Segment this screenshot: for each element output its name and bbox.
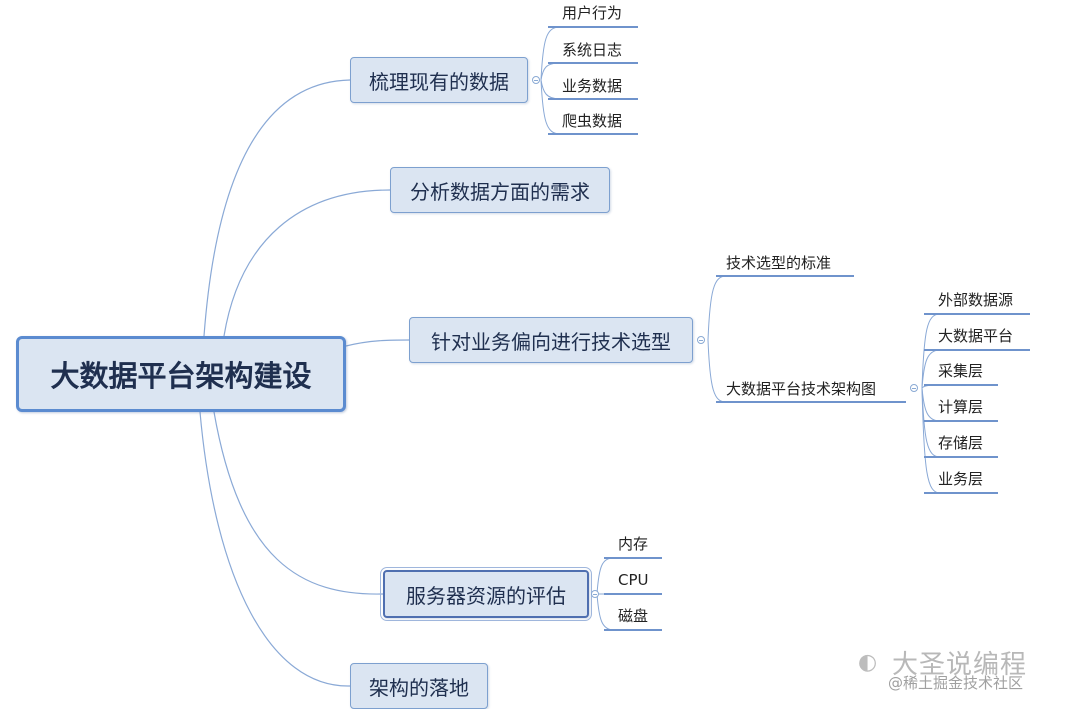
connector-root-branch-2 [345, 339, 410, 347]
subtopic-arch-2[interactable]: 采集层 [938, 362, 984, 380]
subtopic-arch-1[interactable]: 大数据平台 [938, 327, 1014, 345]
watermark: ◐ 大圣说编程 @稀土掘金技术社区 [858, 644, 1058, 694]
subtopic-b0-0[interactable]: 用户行为 [562, 4, 623, 22]
subtopic-b3-2[interactable]: 磁盘 [618, 607, 649, 625]
subtopic-b2-1[interactable]: 大数据平台技术架构图 [726, 380, 877, 398]
subtopic-b0-1[interactable]: 系统日志 [562, 41, 623, 59]
collapse-toggle-branch-0[interactable] [532, 76, 540, 84]
connector-root-branch-3 [213, 411, 384, 595]
connector-root-branch-1 [223, 189, 391, 337]
watermark-author: 大圣说编程 [892, 650, 1028, 680]
branch-topic-2[interactable]: 针对业务偏向进行技术选型 [409, 317, 693, 363]
subtopic-b0-2[interactable]: 业务数据 [562, 77, 623, 95]
collapse-toggle-arch[interactable] [910, 384, 918, 392]
watermark-source: @稀土掘金技术社区 [888, 674, 1024, 692]
connector-root-branch-4 [199, 411, 351, 687]
collapse-toggle-branch-3[interactable] [591, 590, 599, 598]
branch-topic-1[interactable]: 分析数据方面的需求 [390, 167, 610, 213]
branch-topic-3[interactable]: 服务器资源的评估 [380, 567, 592, 621]
connector-b2-c0 [707, 275, 727, 341]
subtopic-b0-3[interactable]: 爬虫数据 [562, 112, 623, 130]
subtopic-arch-4[interactable]: 存储层 [938, 434, 984, 452]
subtopic-b3-1[interactable]: CPU [618, 570, 649, 589]
subtopic-b2-0[interactable]: 技术选型的标准 [726, 254, 832, 272]
branch-topic-4[interactable]: 架构的落地 [350, 663, 488, 709]
subtopic-arch-5[interactable]: 业务层 [938, 470, 984, 488]
connector-root-branch-0 [203, 79, 351, 337]
subtopic-b3-0[interactable]: 内存 [618, 535, 649, 553]
collapse-toggle-branch-2[interactable] [697, 336, 705, 344]
wechat-icon: ◐ [858, 650, 878, 675]
subtopic-arch-3[interactable]: 计算层 [938, 398, 984, 416]
root-topic[interactable]: 大数据平台架构建设 [16, 336, 346, 412]
subtopic-arch-0[interactable]: 外部数据源 [938, 291, 1014, 309]
branch-topic-0[interactable]: 梳理现有的数据 [350, 57, 528, 103]
